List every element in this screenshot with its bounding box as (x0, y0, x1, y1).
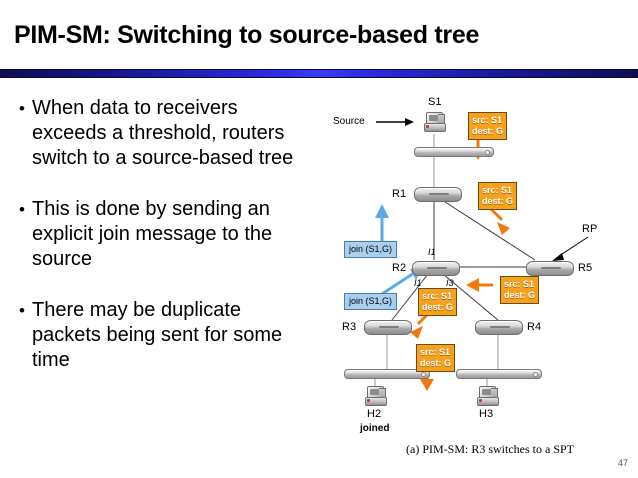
rp-label: RP (582, 223, 598, 235)
bullet-text: When data to receivers exceeds a thresho… (32, 97, 294, 169)
bullet-marker: • (19, 301, 25, 320)
packet-src: src: S1 (422, 291, 453, 301)
bullet-text: This is done by sending an explicit join… (32, 198, 273, 270)
list-item: • This is done by sending an explicit jo… (12, 197, 312, 272)
node-label-r5: R5 (578, 262, 593, 274)
node-label-r3: R3 (342, 321, 357, 333)
join-box-r2: join (S1,G) (344, 293, 398, 310)
node-label-r4: R4 (527, 321, 542, 333)
node-label-h2: H2 (367, 408, 382, 420)
packet-dest: dest: G (422, 302, 454, 312)
interface-label-r2-right: I3 (446, 278, 454, 288)
host-icon-s1 (424, 112, 446, 132)
bullet-list: • When data to receivers exceeds a thres… (12, 96, 312, 399)
router-icon-r3 (364, 320, 412, 335)
router-icon-r5 (526, 261, 574, 276)
node-label-r2: R2 (392, 262, 407, 274)
join-box-r1: join (S1,G) (344, 241, 398, 258)
packet-dest: dest: G (504, 290, 536, 300)
node-label-s1: S1 (428, 96, 442, 108)
network-diagram: S1 Source R1 I1 R2 I1 I3 R5 RP R3 R4 (330, 92, 638, 440)
packet-box-r5: src: S1 dest: G (500, 276, 540, 304)
packet-box-r1: src: S1 dest: G (478, 182, 518, 210)
packet-src: src: S1 (482, 185, 513, 195)
bullet-text: There may be duplicate packets being sen… (32, 299, 283, 371)
title-divider (0, 69, 638, 78)
list-item: • When data to receivers exceeds a thres… (12, 96, 312, 171)
node-label-r1: R1 (392, 188, 407, 200)
interface-label-r2-left: I1 (414, 278, 422, 288)
lan-segment-h2 (344, 369, 430, 379)
packet-src: src: S1 (472, 115, 503, 125)
router-icon-r1 (414, 187, 462, 202)
packet-src: src: S1 (420, 347, 451, 357)
packet-box-s1: src: S1 dest: G (468, 112, 508, 140)
source-label: Source (333, 116, 365, 127)
host-icon-h2 (365, 386, 387, 406)
bullet-marker: • (19, 99, 25, 118)
bullet-marker: • (19, 200, 25, 219)
packet-box-r3: src: S1 dest: G (416, 344, 456, 372)
lan-segment-s1 (414, 147, 494, 157)
packet-dest: dest: G (420, 358, 452, 368)
diagram-links (374, 118, 589, 391)
host-icon-h3 (477, 386, 499, 406)
router-icon-r4 (475, 320, 523, 335)
node-label-h3: H3 (479, 408, 494, 420)
packet-dest: dest: G (472, 126, 504, 136)
router-icon-r2 (412, 261, 460, 276)
page-title: PIM-SM: Switching to source-based tree (14, 21, 480, 49)
packet-box-r2: src: S1 dest: G (418, 288, 458, 316)
slide-number: 47 (617, 458, 628, 468)
joined-label: joined (360, 423, 390, 434)
figure-caption: (a) PIM-SM: R3 switches to a SPT (406, 442, 574, 456)
list-item: • There may be duplicate packets being s… (12, 298, 312, 373)
interface-label-r2-up: I1 (428, 247, 436, 257)
packet-src: src: S1 (504, 279, 535, 289)
packet-dest: dest: G (482, 196, 514, 206)
lan-segment-h3 (456, 369, 542, 379)
